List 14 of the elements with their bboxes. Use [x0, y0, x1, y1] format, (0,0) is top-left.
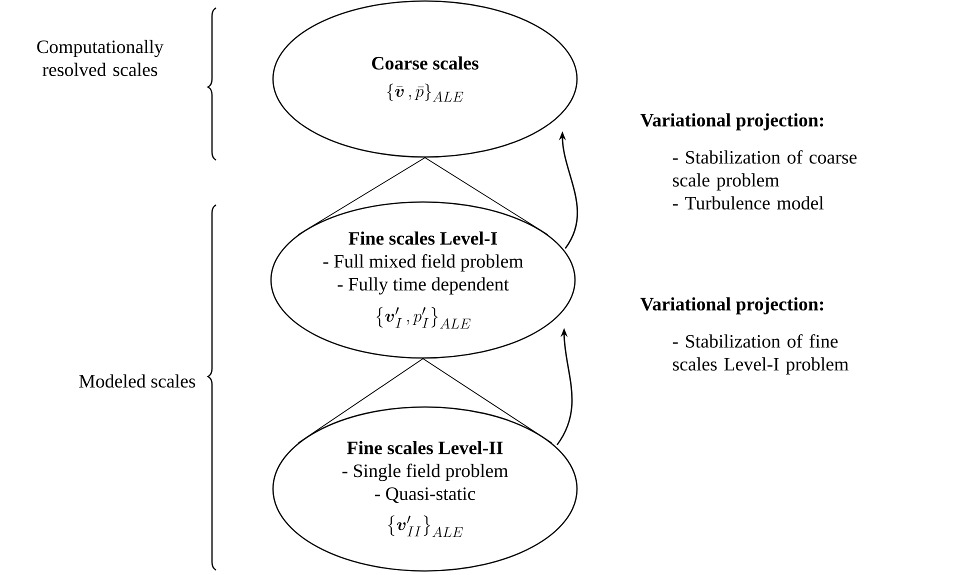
scale-label: Computationally resolved scales — [37, 40, 164, 76]
note-heading: Variational projection: — [640, 297, 824, 314]
note-text: - Turbulence model — [672, 196, 824, 210]
ellipse-node: Fine scales Level-I - Full mixed field problem - Fully time dependent $\left\{\boldsymbol{v}'_{I}\,, p'_{I}\right\}_{ALE}$ — [270, 201, 576, 359]
note-heading: Variational projection: — [640, 113, 824, 130]
ellipse-node: Coarse scales $\left\{\bar{\boldsymbol{v}}\,, \bar{p}\right\}_{ALE}$ — [272, 0, 578, 158]
connector-line — [298, 157, 426, 236]
connector-line — [424, 157, 548, 236]
scale-label: Modeled scales — [79, 374, 196, 388]
connector-line — [422, 358, 552, 444]
connector-line — [298, 358, 424, 444]
note-text: - Stabilization of coarse scale problem — [672, 150, 857, 190]
ellipse-node: Fine scales Level-II - Single field problem - Quasi-static $\left\{\boldsymbol{v}'_{II}\right\}_{ALE}$ — [272, 406, 578, 572]
note-text: - Stabilization of fine scales Level-I problem — [672, 334, 848, 374]
